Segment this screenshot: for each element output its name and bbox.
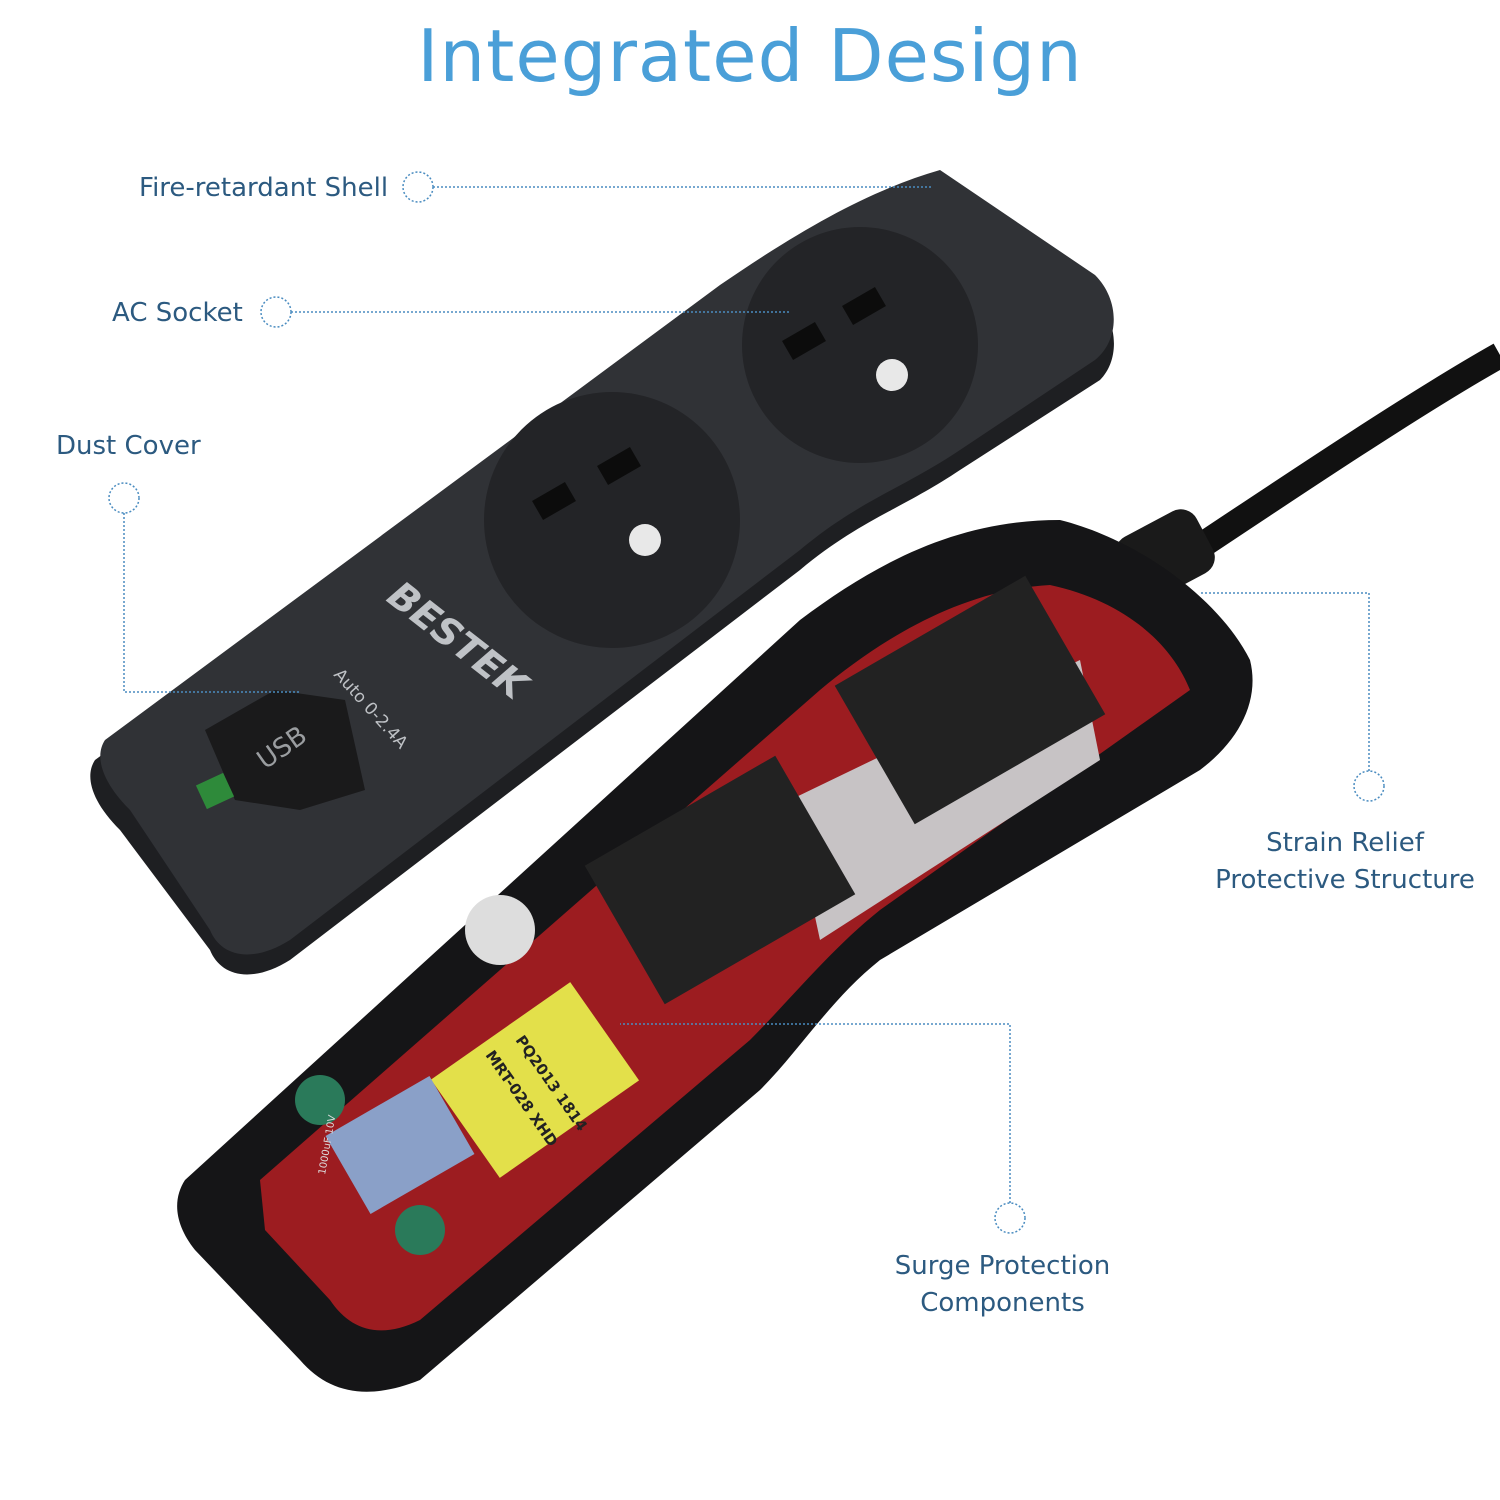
internal-socket-1 [584,755,856,1005]
power-cable [1172,343,1500,571]
yellow-capacitor [430,982,640,1178]
callout-strain-relief-line2: Protective Structure [1215,865,1475,895]
socket-1 [484,392,740,648]
capacitor [465,895,535,965]
callout-strain-relief: Strain Relief Protective Structure [1200,825,1490,899]
callout-lines [108,171,1385,1234]
internal-socket-2 [834,575,1106,825]
callout-ac-socket: AC Socket [112,298,243,328]
bottom-shell: MRT-028 XHD PQ2013 1814 1000uF 10V [177,520,1253,1392]
indicator-light [195,772,235,810]
usb-dust-cover [205,690,365,810]
usb-port [325,1076,475,1214]
socket-2 [742,227,978,463]
callout-surge-line2: Components [920,1288,1085,1318]
callout-surge-protection: Surge Protection Components [860,1248,1145,1322]
callout-surge-line1: Surge Protection [894,1251,1111,1281]
top-shell: BESTEK Auto 0-2.4A USB [90,170,1114,975]
page-title: Integrated Design [417,14,1083,98]
callout-dust-cover: Dust Cover [56,431,201,461]
callout-strain-relief-line1: Strain Relief [1266,828,1424,858]
callout-fire-retardant-shell: Fire-retardant Shell [139,173,389,203]
